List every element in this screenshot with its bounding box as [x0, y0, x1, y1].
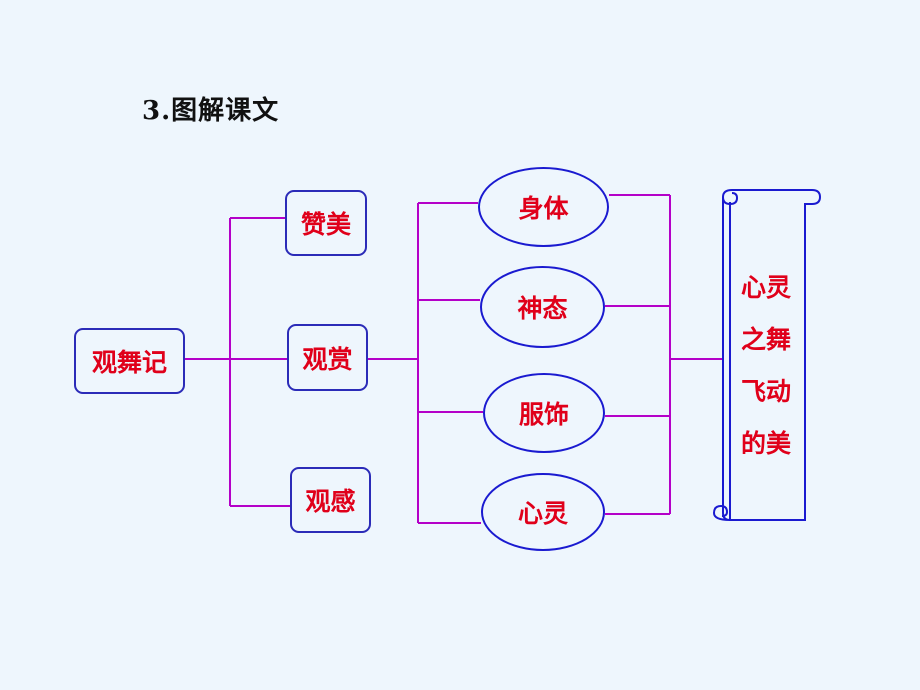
branch-node-praise: 赞美 [285, 190, 367, 256]
aspect-node-costume: 服饰 [483, 373, 605, 453]
root-node: 观舞记 [74, 328, 185, 394]
conclusion-line: 的美 [740, 429, 791, 458]
aspect-node-soul: 心灵 [481, 473, 605, 551]
conclusion-line: 之舞 [740, 325, 791, 354]
scroll-shape [712, 189, 822, 521]
aspect-node-expression: 神态 [480, 266, 605, 348]
conclusion-line: 飞动 [740, 377, 791, 406]
branch-node-feeling: 观感 [290, 467, 371, 533]
slide-title: 3.图解课文 [142, 96, 280, 126]
branch-node-watch: 观赏 [287, 324, 368, 391]
conclusion-text: 心灵 之舞 飞动 的美 [728, 262, 804, 470]
conclusion-line: 心灵 [740, 273, 791, 302]
aspect-node-body: 身体 [478, 167, 609, 247]
